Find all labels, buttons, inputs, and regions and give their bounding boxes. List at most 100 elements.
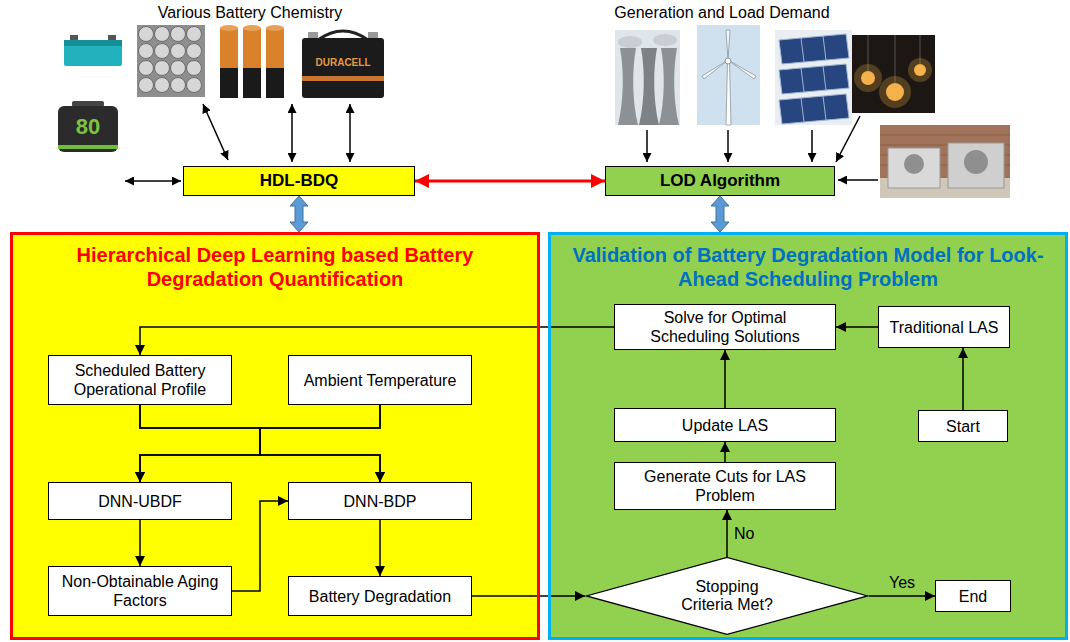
solar-panel <box>779 64 849 94</box>
panel-grid <box>801 36 826 122</box>
double-arrow <box>349 104 351 162</box>
box-text: Generate Cuts for LAS Problem <box>623 467 827 505</box>
cell-end <box>155 78 170 93</box>
connector <box>724 442 726 462</box>
light-bulbs-photo <box>852 35 935 113</box>
arrow <box>811 130 813 162</box>
pack-stripe <box>58 145 118 149</box>
connector <box>140 405 380 482</box>
solar-panels-photo <box>775 30 852 125</box>
ac-unit <box>888 148 940 188</box>
process-box: Solve for Optimal Scheduling Solutions <box>614 304 836 350</box>
panel-fill <box>10 232 540 640</box>
diamond-shape <box>586 557 867 634</box>
light-bulb <box>886 83 904 101</box>
box-text: DNN-BDP <box>344 492 417 511</box>
box-text: Traditional LAS <box>890 318 999 337</box>
arrow <box>838 179 878 181</box>
pack-body <box>58 106 118 152</box>
turbine-blade <box>728 60 756 79</box>
battery-body <box>302 38 384 98</box>
panel-fill <box>548 232 1068 640</box>
turbine-tower <box>726 62 731 125</box>
arrow <box>836 116 860 162</box>
photo-ground <box>775 30 852 125</box>
panel-region: Hierarchical Deep Learning based Battery… <box>10 232 540 640</box>
cell-bottom <box>266 68 284 98</box>
fan-grill <box>964 150 988 174</box>
cell-end <box>155 61 170 76</box>
box-text: Update LAS <box>682 416 768 435</box>
solar-panel <box>779 34 849 64</box>
panel-heading: Hierarchical Deep Learning based Battery… <box>65 243 485 291</box>
double-arrow <box>291 104 293 162</box>
connector <box>869 595 935 597</box>
arrow <box>727 130 729 162</box>
process-box: Start <box>918 410 1008 442</box>
battery-terminal <box>70 35 78 40</box>
panel-heading: Validation of Battery Degradation Model … <box>558 243 1058 291</box>
section-label: Various Battery Chemistry <box>158 4 343 22</box>
battery-band <box>302 76 384 81</box>
cell-end <box>139 44 154 59</box>
module-name: LOD Algorithm <box>660 171 780 191</box>
brand-label: DURACELL <box>316 57 371 68</box>
cell-end <box>139 78 154 93</box>
battery-body <box>64 40 122 66</box>
box-text: DNN-UBDF <box>98 492 182 511</box>
process-box: Battery Degradation <box>288 576 472 616</box>
process-box: DNN-UBDF <box>48 482 232 520</box>
cell-end <box>187 78 202 93</box>
fan-grill <box>904 154 924 174</box>
box-text: Non-Obtainable Aging Factors <box>57 572 223 610</box>
bulb-glow <box>879 76 911 108</box>
process-box: Scheduled Battery Operational Profile <box>48 355 232 405</box>
cell-bottom <box>220 68 238 98</box>
cooling-tower <box>618 48 638 125</box>
panel-fills <box>10 232 1068 640</box>
process-box: End <box>935 580 1011 612</box>
photo-ground <box>615 30 680 125</box>
cooling-towers-photo <box>615 30 680 125</box>
arrow <box>646 130 648 162</box>
cell-end <box>171 61 186 76</box>
cell-end <box>171 27 186 42</box>
turbine-hub <box>725 58 731 64</box>
process-box: DNN-BDP <box>288 482 472 520</box>
edge-label: No <box>734 525 754 543</box>
steam <box>653 34 677 46</box>
photo-ground <box>137 25 205 97</box>
connector <box>962 348 964 410</box>
panel-region: Validation of Battery Degradation Model … <box>548 232 1068 640</box>
box-text: Start <box>946 417 980 436</box>
box-text: Battery Degradation <box>309 587 451 606</box>
cell-bottom <box>243 68 261 98</box>
tool-battery-pack-photo <box>58 101 118 152</box>
cooling-tower <box>659 48 679 125</box>
brick-wall <box>880 125 1010 198</box>
connector <box>724 350 726 408</box>
battery-terminal <box>368 32 378 39</box>
air-conditioner-photo <box>880 125 1010 198</box>
bulb-glow <box>908 58 932 82</box>
cell-end <box>187 27 202 42</box>
steam <box>618 36 642 48</box>
wind-turbine-photo <box>697 25 760 125</box>
connector <box>140 405 260 482</box>
cell-end <box>187 61 202 76</box>
cell-end <box>187 44 202 59</box>
module-box: LOD Algorithm <box>605 166 835 196</box>
cell-cap <box>220 25 238 31</box>
connector <box>415 180 605 183</box>
connector <box>232 501 288 591</box>
section-label: Generation and Load Demand <box>614 4 829 22</box>
connector <box>140 327 614 355</box>
box-text: End <box>959 587 987 606</box>
cell-cap <box>266 25 284 31</box>
marine-battery-photo <box>302 31 384 98</box>
battery-terminal <box>308 32 318 39</box>
module-name: HDL-BDQ <box>260 171 338 191</box>
connector <box>472 595 585 597</box>
cell-end <box>155 44 170 59</box>
connector <box>726 510 728 557</box>
